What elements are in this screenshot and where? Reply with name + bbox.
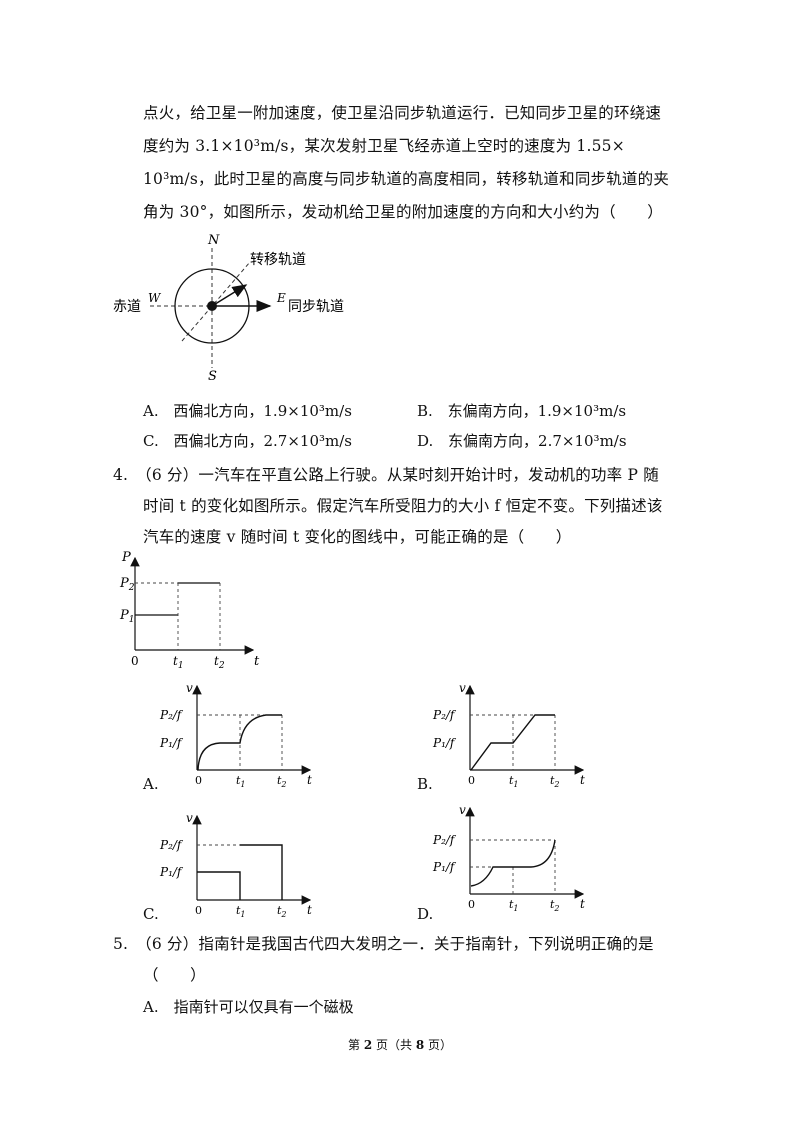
svg-text:0: 0 (195, 904, 202, 917)
west-label: W (148, 291, 162, 305)
svg-text:v: v (459, 803, 466, 817)
option-label: C. (143, 432, 159, 450)
q5-option-a[interactable]: A. 指南针可以仅具有一个磁极 (143, 998, 354, 1016)
q4-line-3: 汽车的速度 v 随时间 t 变化的图线中，可能正确的是（ ） (143, 528, 572, 546)
svg-text:v: v (186, 811, 193, 825)
page-footer: 第 2 页（共 8 页） (347, 1038, 452, 1052)
option-label: A. (143, 402, 159, 420)
option-text: 西偏北方向，1.9×10³m/s (173, 402, 352, 420)
svg-text:t: t (580, 773, 585, 787)
svg-text:v: v (186, 681, 193, 695)
svg-text:P₁/f: P₁/f (432, 860, 457, 874)
svg-text:P₁/f: P₁/f (159, 865, 184, 879)
q3-line-1: 点火，给卫星一附加速度，使卫星沿同步轨道运行．已知同步卫星的环绕速 (143, 104, 662, 122)
svg-text:0: 0 (468, 898, 475, 911)
svg-text:t: t (580, 897, 585, 911)
transfer-orbit-line (181, 261, 251, 342)
q4-line-1: 4. （6 分）一汽车在平直公路上行驶。从某时刻开始计时，发动机的功率 P 随 (113, 466, 659, 484)
svg-text:P₂/f: P₂/f (432, 833, 457, 847)
equator-label: 赤道 (113, 299, 141, 315)
velocity-graph-a[interactable]: v P₂/f P₁/f 0 t1 t2 t (150, 678, 330, 788)
y-axis-label: P (121, 550, 131, 565)
velocity-curve (197, 844, 283, 900)
velocity-graph-d[interactable]: v P₂/f P₁/f 0 t1 t2 t (423, 800, 603, 912)
q3-option-a[interactable]: A. 西偏北方向，1.9×10³m/s (143, 400, 352, 421)
q3-option-d[interactable]: D. 东偏南方向，2.7×10³m/s (417, 430, 627, 451)
p1-label: P1 (119, 608, 134, 625)
svg-text:t1: t1 (509, 898, 519, 912)
q3-line-4: 角为 30°，如图所示，发动机给卫星的附加速度的方向和大小约为（ ） (143, 203, 663, 221)
option-text: 东偏南方向，1.9×10³m/s (447, 402, 627, 420)
t2-label: t2 (214, 654, 225, 670)
q5-line-2: （ ） (143, 966, 206, 984)
svg-text:t2: t2 (550, 898, 560, 912)
origin-label: 0 (131, 654, 139, 668)
svg-text:t2: t2 (277, 904, 287, 918)
satellite-dot (207, 301, 217, 311)
svg-text:P₁/f: P₁/f (159, 736, 184, 750)
p2-label: P2 (119, 576, 135, 593)
svg-text:P₂/f: P₂/f (432, 708, 457, 722)
q4-option-b-label[interactable]: B. (417, 775, 433, 793)
svg-text:v: v (459, 681, 466, 695)
t1-label: t1 (173, 654, 184, 670)
svg-text:t1: t1 (236, 904, 246, 918)
sync-orbit-label: 同步轨道 (288, 299, 344, 315)
svg-text:P₂/f: P₂/f (159, 708, 184, 722)
svg-text:t2: t2 (277, 774, 287, 788)
velocity-curve (470, 839, 556, 887)
velocity-curve (197, 714, 282, 771)
q3-line-3: 10³m/s，此时卫星的高度与同步轨道的高度相同，转移轨道和同步轨道的夹 (143, 170, 670, 188)
svg-text:0: 0 (195, 774, 202, 787)
option-text: 东偏南方向，2.7×10³m/s (448, 432, 627, 450)
q4-line-2: 时间 t 的变化如图所示。假定汽车所受阻力的大小 f 恒定不变。下列描述该 (143, 497, 663, 515)
page-total: 8 (415, 1038, 425, 1052)
q3-option-b[interactable]: B. 东偏南方向，1.9×10³m/s (417, 400, 626, 421)
option-label: D. (417, 432, 434, 450)
q5-line-1: 5. （6 分）指南针是我国古代四大发明之一．关于指南针，下列说明正确的是 (113, 935, 654, 953)
power-time-graph: P P2 P1 0 t1 t2 t (119, 550, 260, 670)
svg-text:t: t (307, 773, 312, 787)
q4-option-a-label[interactable]: A. (143, 775, 159, 793)
q4-option-c-label[interactable]: C. (143, 905, 159, 923)
transfer-orbit-arrow (211, 284, 248, 307)
velocity-graph-b[interactable]: v P₂/f P₁/f 0 t1 t2 t (423, 678, 603, 788)
q4-option-d-label[interactable]: D. (417, 905, 434, 923)
x-axis-label: t (254, 654, 260, 669)
svg-text:t2: t2 (550, 774, 560, 788)
svg-text:0: 0 (468, 774, 475, 787)
south-label: S (208, 369, 217, 384)
velocity-curve (470, 714, 555, 771)
north-label: N (207, 233, 220, 248)
option-text: 西偏北方向，2.7×10³m/s (173, 432, 353, 450)
q3-option-c[interactable]: C. 西偏北方向，2.7×10³m/s (143, 430, 352, 451)
svg-text:t: t (307, 903, 312, 917)
orbit-diagram: N S W E 转移轨道 赤道 同步轨道 (113, 233, 344, 384)
east-label: E (276, 291, 286, 305)
svg-text:P₂/f: P₂/f (159, 838, 184, 852)
velocity-graph-c[interactable]: v P₂/f P₁/f 0 t1 t2 t (150, 808, 330, 918)
svg-text:t1: t1 (509, 774, 519, 788)
svg-text:t1: t1 (236, 774, 246, 788)
page-number: 2 (363, 1038, 373, 1052)
option-label: B. (417, 402, 433, 420)
svg-text:P₁/f: P₁/f (432, 736, 457, 750)
transfer-orbit-label: 转移轨道 (250, 252, 306, 268)
q3-line-2: 度约为 3.1×10³m/s，某次发射卫星飞经赤道上空时的速度为 1.55× (143, 137, 625, 155)
